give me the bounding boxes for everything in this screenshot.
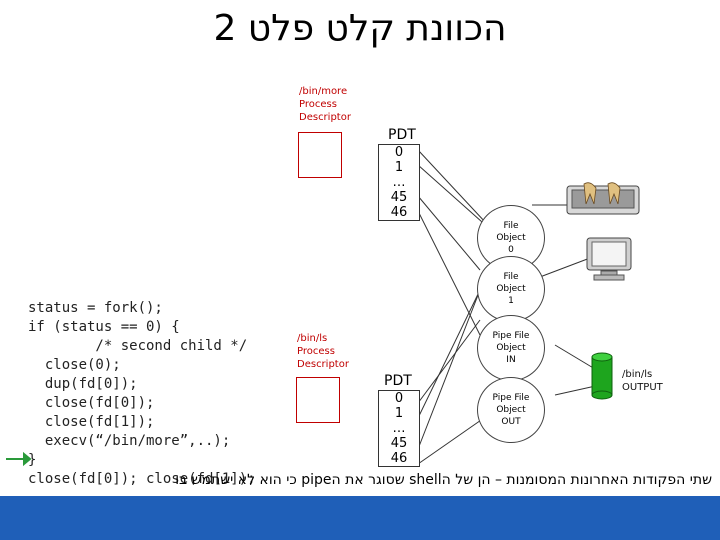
pdt-row: 0 <box>394 145 404 160</box>
line-top-pdt-46-to-pipein <box>417 210 481 336</box>
bottom-bar <box>0 496 720 540</box>
pdt-top-label: PDT <box>388 127 416 143</box>
pdt-row: 1 <box>394 160 404 175</box>
code-line: status = fork(); <box>28 300 163 316</box>
pipe-cylinder-icon <box>591 352 613 400</box>
pdt-row: … <box>392 175 406 190</box>
pipe-file-object-out: Pipe File Object OUT <box>477 377 545 443</box>
pdt-bottom-label: PDT <box>384 373 412 389</box>
green-arrow-icon <box>23 451 32 467</box>
monitor-icon <box>586 237 632 281</box>
line-top-pdt-45-to-file1 <box>417 195 481 271</box>
line-bottom-pdt-1-to-file1 <box>417 289 481 419</box>
pdt-row: 46 <box>390 205 408 220</box>
code-line: close(0); <box>28 357 121 373</box>
code-block: status = fork(); if (status == 0) { /* se… <box>28 280 256 508</box>
line-bottom-pdt-0-to-pipein <box>417 319 481 404</box>
pdt-top-table: 0 1 … 45 46 <box>378 144 420 221</box>
pdt-row: 45 <box>390 190 408 205</box>
keyboard-icon <box>566 182 640 215</box>
code-line: } <box>28 452 37 468</box>
pdt-row: 1 <box>394 406 404 421</box>
pdt-row: 0 <box>394 391 404 406</box>
slide-title: הכוונת קלט פלט 2 <box>213 8 507 49</box>
code-line: close(fd[0]); <box>28 395 155 411</box>
ls-process-label: /bin/ls Process Descriptor <box>297 333 349 370</box>
code-line: close(fd[0]); close(fd[1]); <box>28 471 256 487</box>
footer-note: שתי הפקודות האחרונות המסומנות – הן של הs… <box>175 472 712 488</box>
code-line: dup(fd[0]); <box>28 376 138 392</box>
more-process-descriptor-box <box>298 132 342 178</box>
more-process-label: /bin/more Process Descriptor <box>299 86 351 123</box>
pdt-row: … <box>392 421 406 436</box>
pdt-bottom-table: 0 1 … 45 46 <box>378 390 420 467</box>
code-line: if (status == 0) { <box>28 319 180 335</box>
code-line: close(fd[1]); <box>28 414 155 430</box>
ls-process-descriptor-box <box>296 377 340 423</box>
line-bottom-pdt-46-to-pipeout <box>417 417 485 465</box>
pdt-row: 46 <box>390 451 408 466</box>
code-line: execv(“/bin/more”,..); <box>28 433 231 449</box>
file-object-1: File Object 1 <box>477 256 545 322</box>
line-bottom-pdt-45-to-file1 <box>417 289 481 450</box>
pdt-row: 45 <box>390 436 408 451</box>
pipe-file-object-in: Pipe File Object IN <box>477 315 545 381</box>
ls-output-label: /bin/ls OUTPUT <box>622 369 663 393</box>
code-line: /* second child */ <box>28 338 248 354</box>
